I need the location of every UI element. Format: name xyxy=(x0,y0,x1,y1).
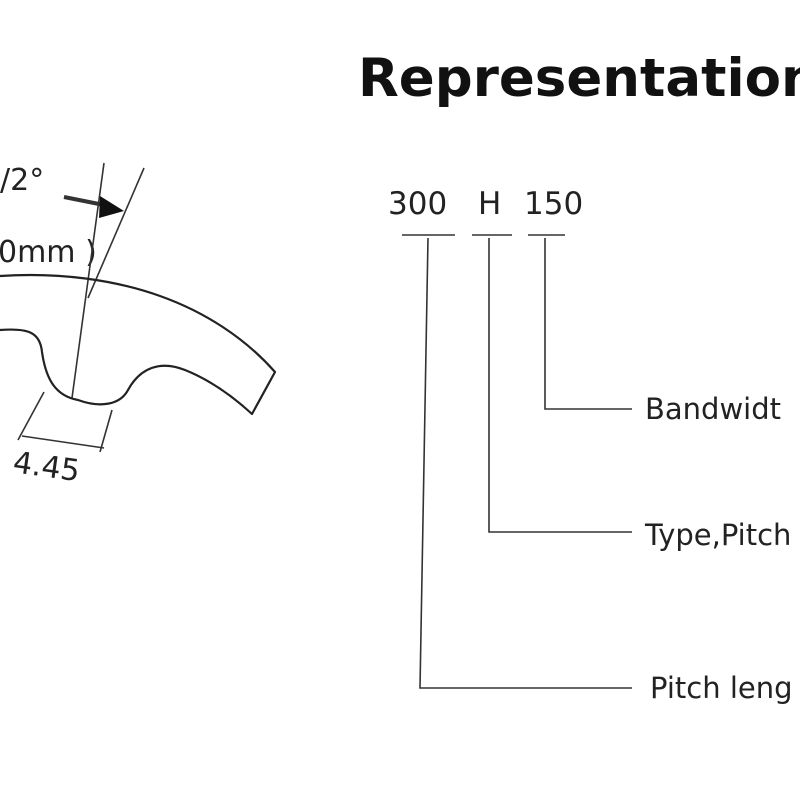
tooth-profile: /2° 0mm ) 4.45 xyxy=(0,162,277,489)
callout-pitch-length: Pitch leng xyxy=(650,671,793,705)
designation-code: 300 H 150 xyxy=(388,186,583,236)
leader-type-pitch xyxy=(488,238,632,533)
callout-bandwidth: Bandwidt xyxy=(645,392,781,426)
angle-arrow-shaft xyxy=(63,195,105,207)
leader-bandwidth xyxy=(544,238,632,410)
depth-label: 4.45 xyxy=(11,445,82,489)
angle-label: /2° xyxy=(0,163,44,198)
code-type: H xyxy=(478,186,501,222)
pitch-label: 0mm ) xyxy=(0,235,97,270)
belt-outline xyxy=(0,273,277,416)
page-title: Representation xyxy=(358,48,800,109)
leader-pitch-length xyxy=(419,237,632,689)
callout-leaders xyxy=(419,237,632,689)
code-pitch-length: 300 xyxy=(388,186,447,222)
tooth-angle-line xyxy=(87,167,145,299)
angle-arrow-head xyxy=(99,196,124,218)
callout-type-pitch: Type,Pitch xyxy=(644,518,791,552)
depth-extension-right xyxy=(99,409,113,453)
depth-dimension-line xyxy=(21,435,105,449)
code-bandwidth: 150 xyxy=(524,186,583,222)
depth-extension-left xyxy=(17,391,45,441)
